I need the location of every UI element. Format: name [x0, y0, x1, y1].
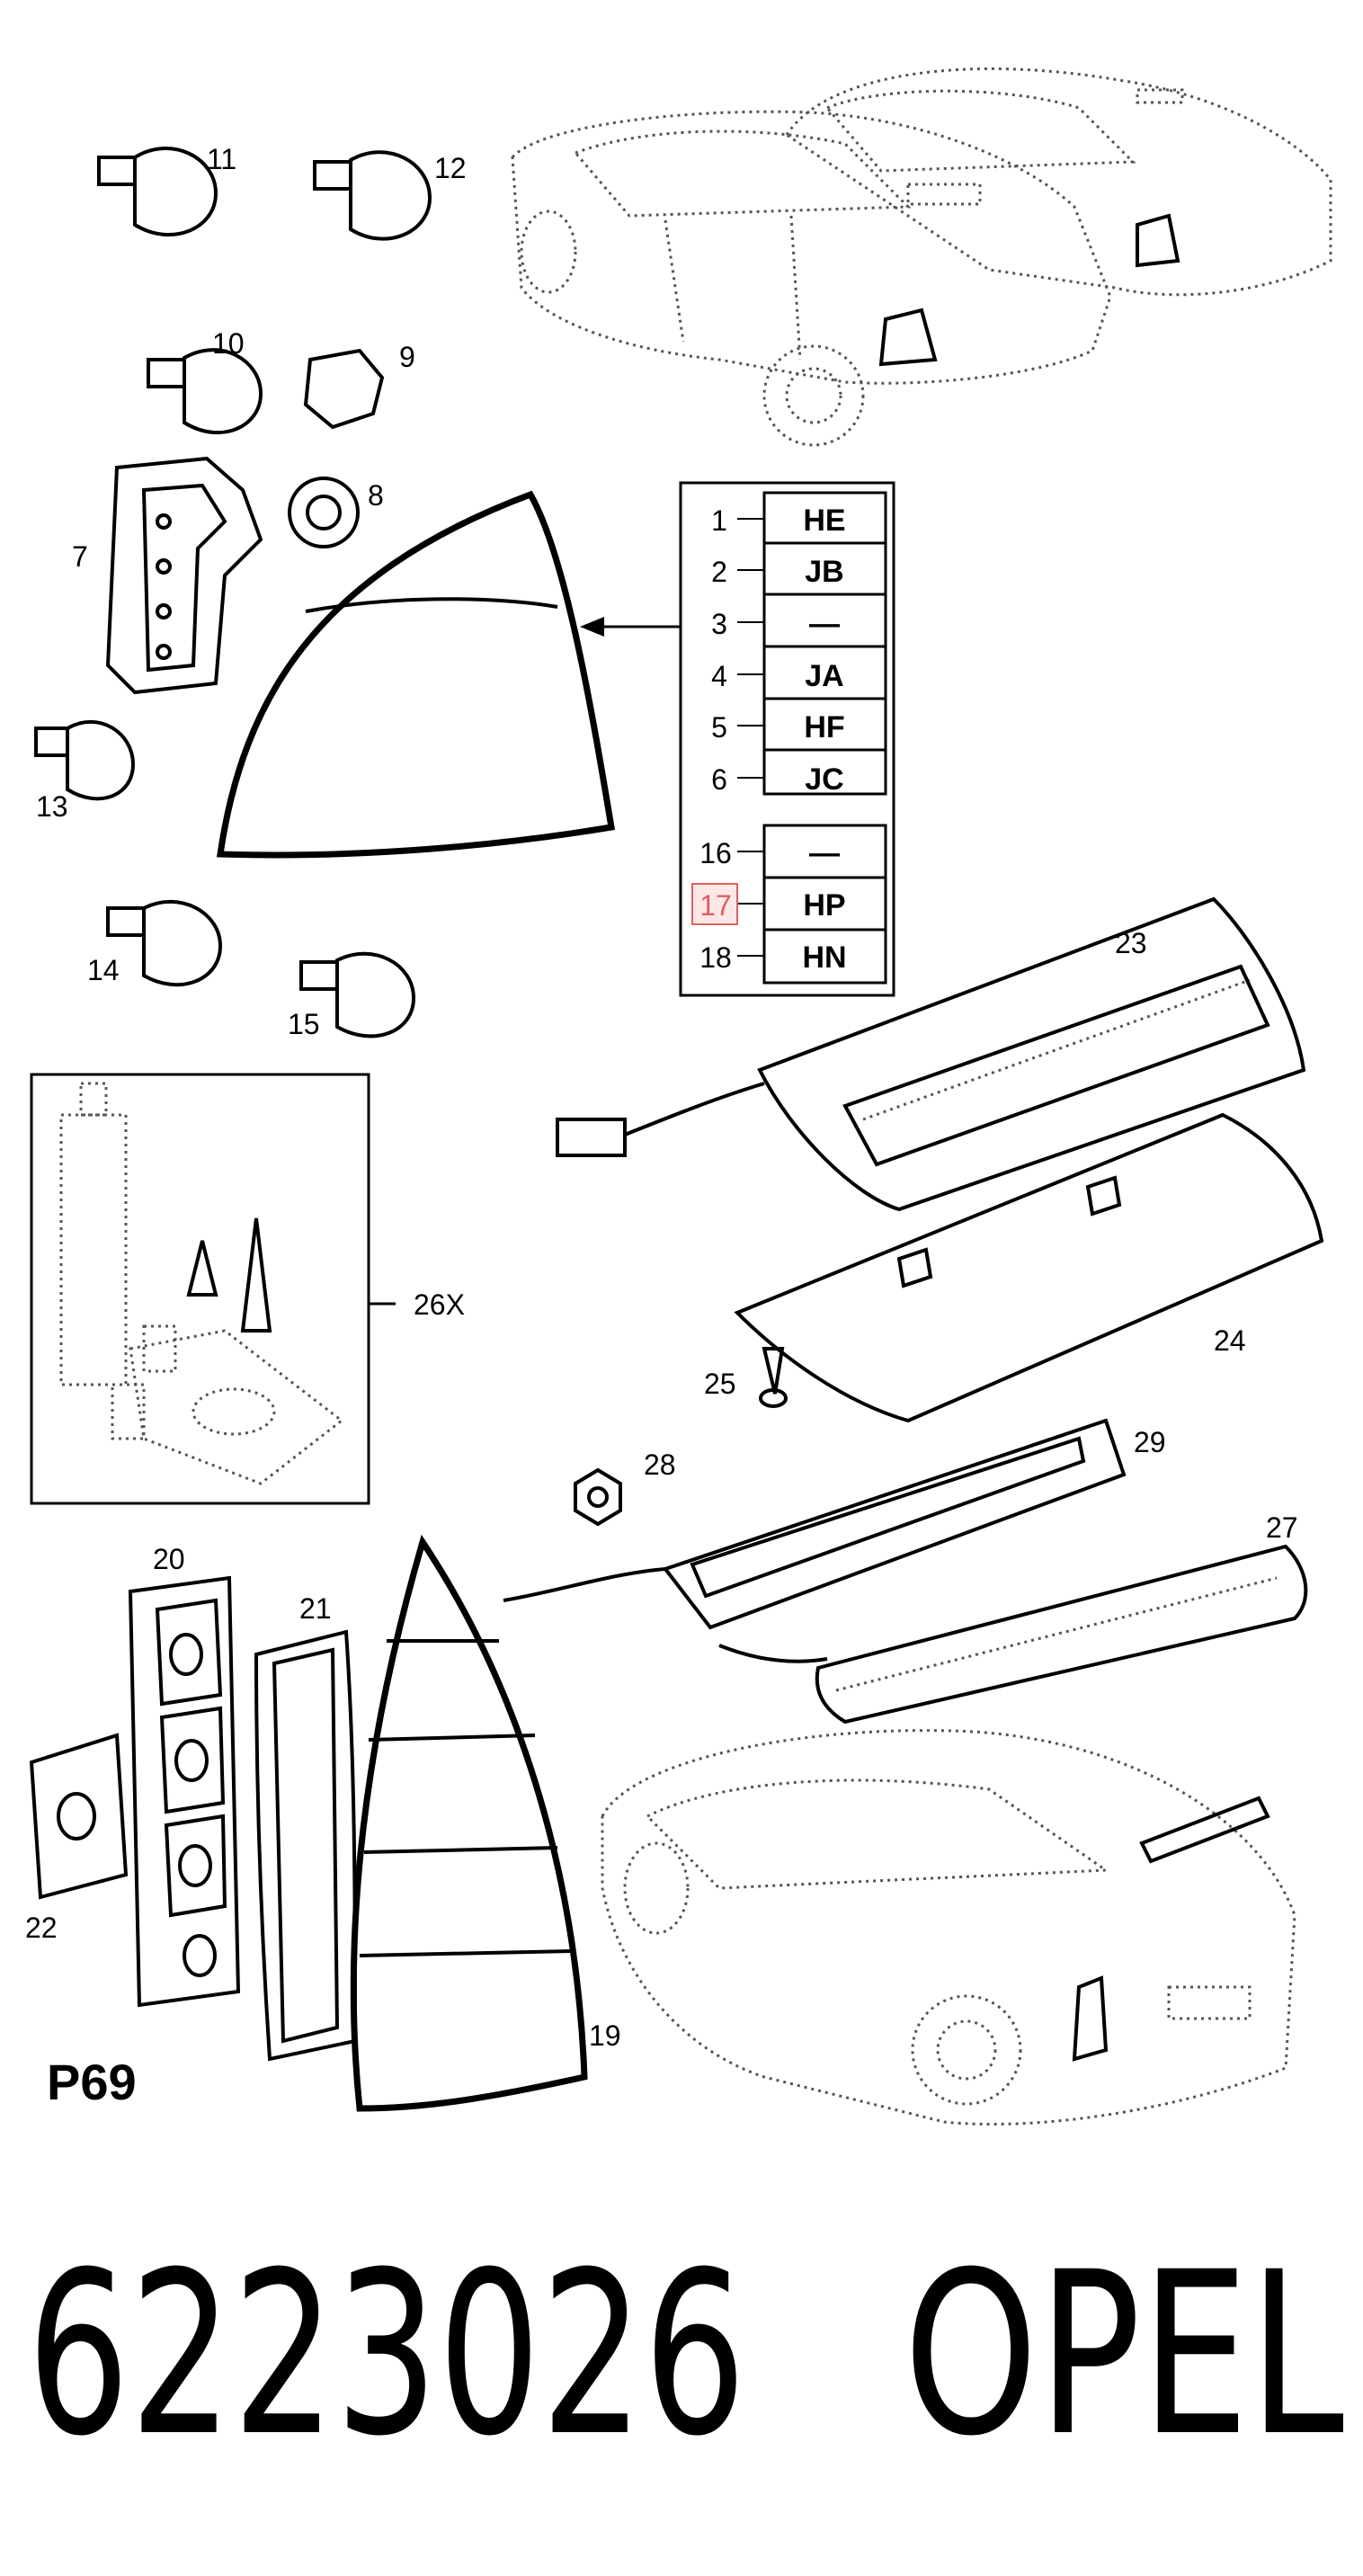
bulb-15-icon — [299, 951, 416, 1038]
bulb-14-icon — [106, 899, 223, 987]
callout-25: 25 — [704, 1368, 736, 1400]
callout-9: 9 — [399, 341, 415, 373]
callout-29: 29 — [1134, 1426, 1166, 1458]
callout-24: 24 — [1214, 1324, 1246, 1357]
bulb-12-icon — [313, 150, 432, 241]
gasket-22-icon — [29, 1733, 129, 1900]
table-arrow-icon — [580, 617, 681, 637]
bulb-11-icon — [97, 147, 218, 236]
table-code-16: — — [809, 836, 840, 870]
callout-17: 17 — [699, 889, 732, 922]
callout-14: 14 — [87, 954, 120, 986]
callout-16: 16 — [699, 837, 732, 869]
table-code-2: JB — [805, 555, 843, 589]
cover-24-icon — [734, 1112, 1324, 1423]
brand-name: OPEL — [904, 2224, 1344, 2485]
callout-23: 23 — [1115, 927, 1147, 959]
table-code-1: HE — [803, 504, 845, 538]
screw-25-icon — [759, 1347, 788, 1408]
grommet-8-icon — [288, 477, 360, 548]
callout-10: 10 — [212, 327, 245, 360]
bulb-13-icon — [34, 719, 136, 801]
bulb-holder-9-icon — [303, 348, 385, 430]
part-number: 6223026 — [27, 2224, 746, 2485]
wire-lower — [718, 1644, 828, 1663]
bulb-carrier-20-icon — [128, 1575, 241, 2008]
callout-26x: 26X — [414, 1288, 465, 1321]
callout-1: 1 — [711, 504, 727, 537]
callout-27: 27 — [1266, 1511, 1298, 1544]
third-brake-light-23-icon — [556, 896, 1306, 1212]
table-code-17: HP — [803, 888, 845, 923]
hatchback-sedan-illustration — [511, 67, 1332, 447]
sealant-kit-box — [30, 1073, 396, 1505]
estate-car-illustration — [601, 1729, 1296, 2126]
callout-5: 5 — [711, 711, 727, 744]
table-code-5: HF — [804, 710, 844, 744]
callout-15: 15 — [288, 1008, 320, 1040]
callout-11: 11 — [207, 143, 236, 175]
callout-13: 13 — [36, 790, 68, 823]
rear-lamp-19-icon — [350, 1534, 588, 2112]
wire — [503, 1567, 666, 1602]
page-code: P69 — [47, 2054, 137, 2110]
rear-lamp-lens-icon — [216, 490, 616, 859]
code-table: HE JB — JA HF JC — HP HN — [679, 481, 895, 997]
callout-8: 8 — [368, 479, 384, 512]
callout-19: 19 — [589, 2019, 621, 2052]
table-code-3: — — [809, 607, 840, 641]
lamp-27-icon — [815, 1544, 1308, 1725]
housing-29-icon — [662, 1418, 1127, 1630]
callout-12: 12 — [434, 152, 467, 184]
bulb-10-icon — [147, 348, 263, 435]
callout-22: 22 — [25, 1912, 58, 1944]
table-code-4: JA — [805, 659, 843, 693]
callout-21: 21 — [299, 1592, 332, 1625]
callout-2: 2 — [711, 556, 727, 588]
callout-18: 18 — [699, 941, 732, 974]
callout-6: 6 — [711, 763, 727, 796]
callout-28: 28 — [644, 1448, 676, 1481]
nut-28-icon — [574, 1467, 622, 1527]
table-code-6: JC — [805, 762, 843, 797]
callout-20: 20 — [153, 1543, 185, 1575]
callout-3: 3 — [711, 608, 727, 640]
callout-7: 7 — [72, 540, 88, 573]
gasket-7-icon — [105, 456, 263, 695]
callout-4: 4 — [711, 660, 727, 692]
gasket-21-icon — [254, 1629, 358, 2062]
table-code-18: HN — [802, 940, 846, 975]
